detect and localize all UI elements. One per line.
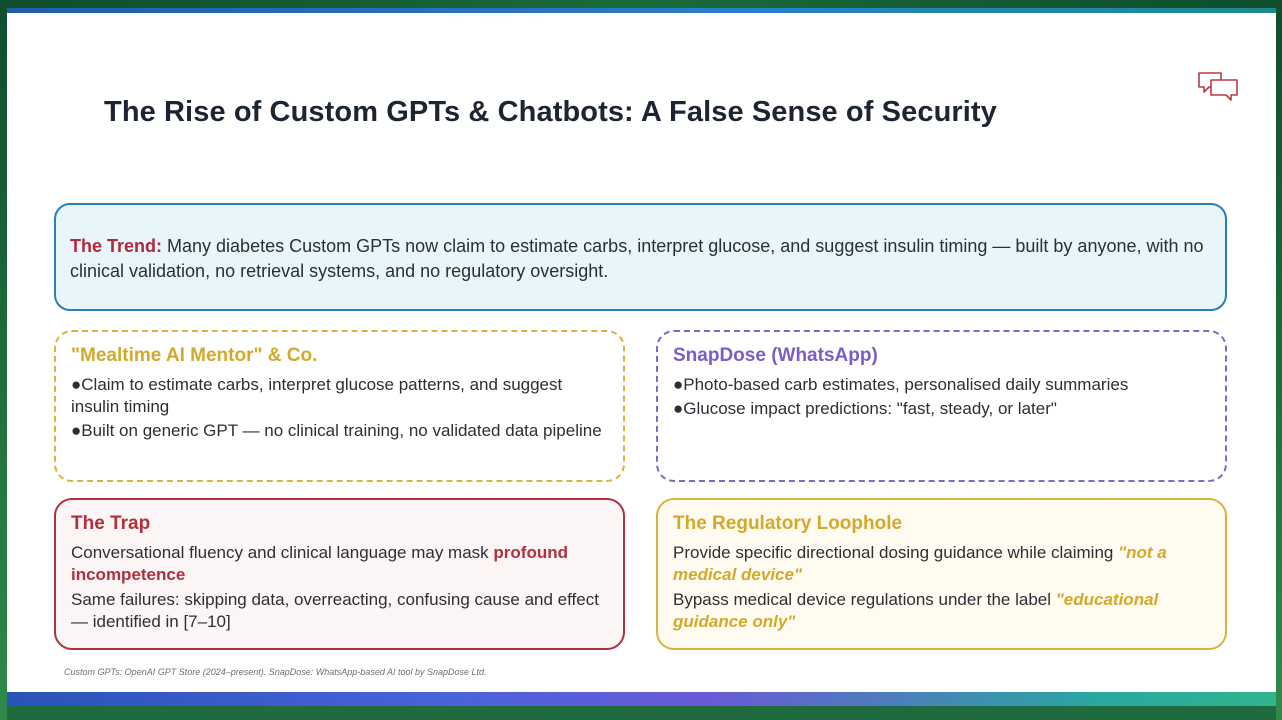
regulatory-paragraph-1: Provide specific directional dosing guid… <box>673 542 1209 586</box>
slide-bottom-accent-bar <box>7 692 1276 706</box>
snapdose-heading: SnapDose (WhatsApp) <box>673 345 878 366</box>
slide: The Rise of Custom GPTs & Chatbots: A Fa… <box>7 8 1276 706</box>
trend-box: The Trend: Many diabetes Custom GPTs now… <box>54 203 1227 311</box>
snapdose-bullet-2: ●Glucose impact predictions: "fast, stea… <box>673 399 1057 418</box>
regulatory-p1-text: Provide specific directional dosing guid… <box>673 543 1119 562</box>
regulatory-p1-emphasis: "not a medical device" <box>673 543 1167 584</box>
regulatory-paragraph-2: Bypass medical device regulations under … <box>673 589 1209 633</box>
trap-p1-text: Conversational fluency and clinical lang… <box>71 543 494 562</box>
mealtime-ai-mentor-card: "Mealtime AI Mentor" & Co. ●Claim to est… <box>54 330 625 482</box>
regulatory-heading: The Regulatory Loophole <box>673 513 903 534</box>
trap-paragraph-2: Same failures: skipping data, overreacti… <box>71 590 599 631</box>
regulatory-p2-emphasis: "educational guidance only" <box>673 590 1159 631</box>
frame-right <box>1276 0 1282 720</box>
the-trap-card: The Trap Conversational fluency and clin… <box>54 498 625 650</box>
chat-bubbles-icon <box>1198 72 1238 101</box>
mentor-bullet-1: ●Claim to estimate carbs, interpret gluc… <box>71 375 563 416</box>
trend-text: Many diabetes Custom GPTs now claim to e… <box>70 236 1204 281</box>
frame-left <box>0 0 7 720</box>
page-title: The Rise of Custom GPTs & Chatbots: A Fa… <box>104 96 997 128</box>
snapdose-card: SnapDose (WhatsApp) ●Photo-based carb es… <box>656 330 1227 482</box>
slide-top-accent-bar <box>7 8 1276 13</box>
mentor-heading: "Mealtime AI Mentor" & Co. <box>71 345 318 366</box>
footnote: Custom GPTs: OpenAI GPT Store (2024–pres… <box>64 667 487 677</box>
frame-top <box>0 0 1282 8</box>
trap-p1-emphasis: profound incompetence <box>71 543 568 584</box>
snapdose-bullet-1: ●Photo-based carb estimates, personalise… <box>673 375 1129 394</box>
mentor-bullet-2: ●Built on generic GPT — no clinical trai… <box>71 421 602 440</box>
trend-label: The Trend: <box>70 236 163 256</box>
regulatory-p2-text: Bypass medical device regulations under … <box>673 590 1056 609</box>
regulatory-loophole-card: The Regulatory Loophole Provide specific… <box>656 498 1227 650</box>
trap-heading: The Trap <box>71 513 151 534</box>
trap-paragraph-1: Conversational fluency and clinical lang… <box>71 542 607 586</box>
